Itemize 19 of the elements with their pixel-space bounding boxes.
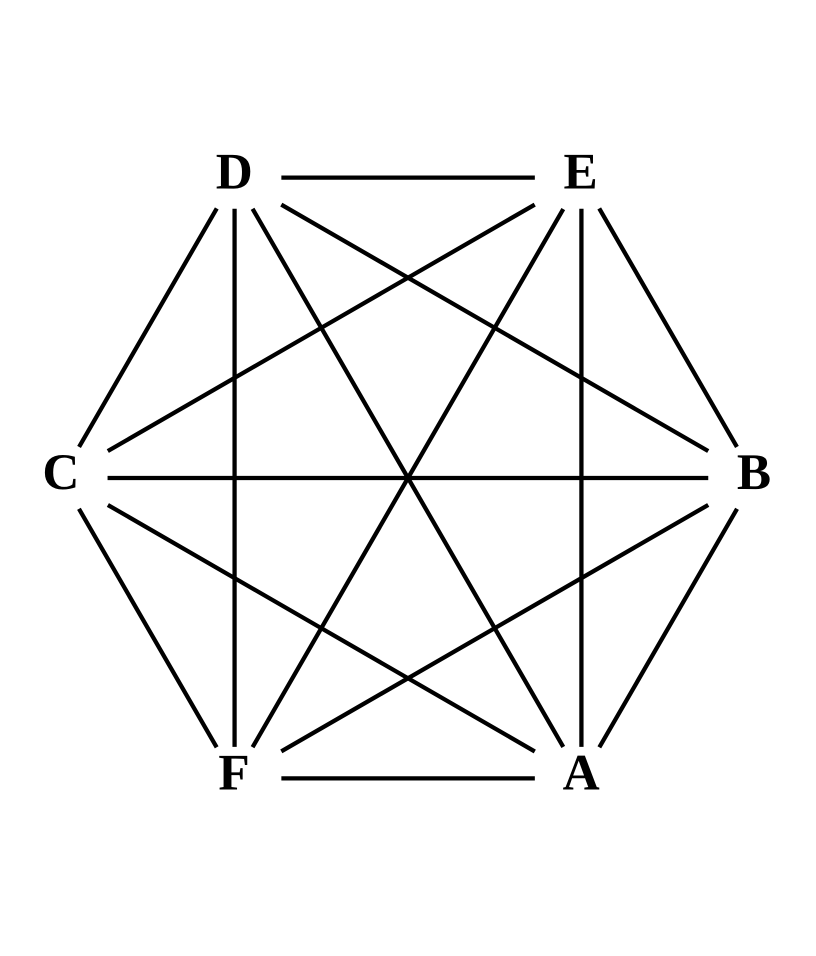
connector	[280, 202, 710, 453]
node-text: C	[42, 444, 80, 502]
connector	[108, 476, 708, 480]
connector	[77, 508, 219, 748]
connector	[280, 503, 710, 754]
node-text: A	[562, 744, 600, 802]
node-text: F	[218, 744, 250, 802]
connector	[77, 207, 219, 448]
connector	[579, 208, 584, 747]
node-text: D	[216, 144, 253, 201]
connector	[232, 208, 237, 747]
connector	[106, 503, 536, 754]
node-text: B	[736, 444, 772, 502]
connector	[597, 508, 739, 748]
connector	[597, 207, 739, 448]
connector	[281, 175, 535, 180]
node-text: E	[563, 144, 598, 201]
connector	[106, 202, 536, 453]
connector	[281, 776, 535, 781]
